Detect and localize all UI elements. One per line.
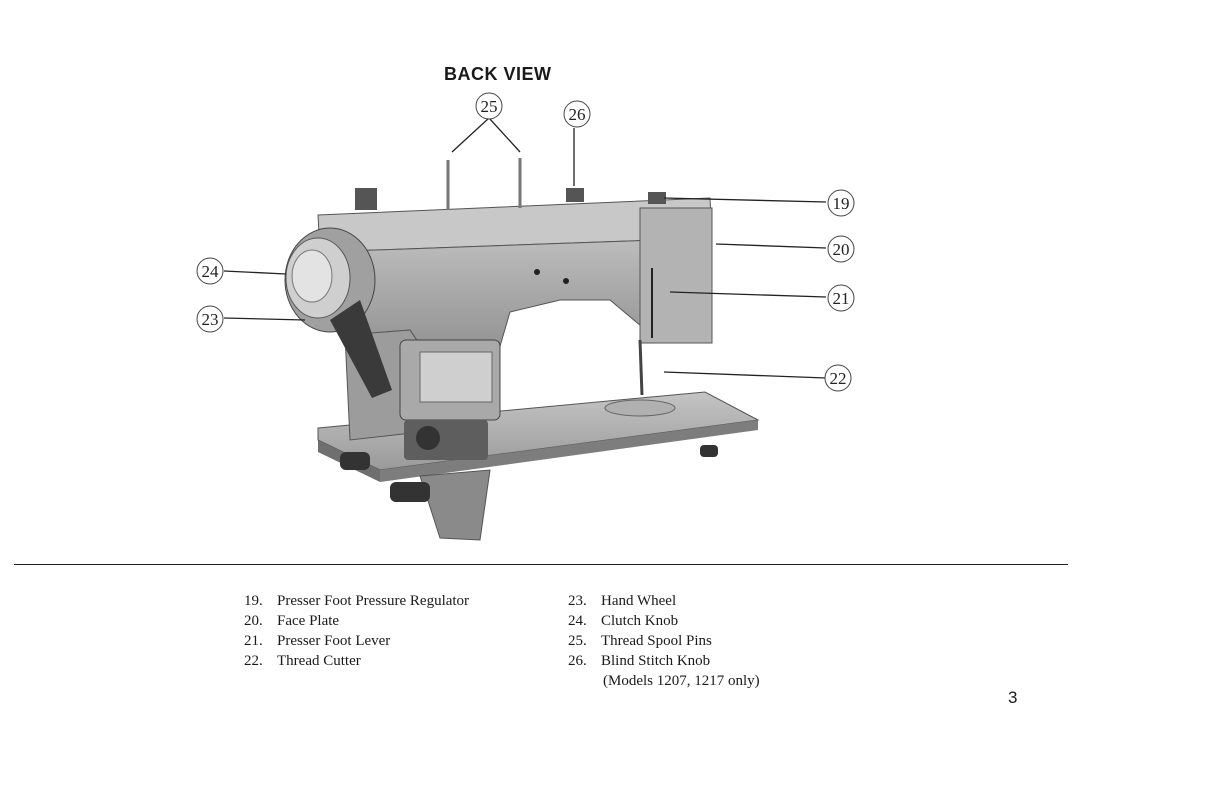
- legend-item: 21.Presser Foot Lever: [244, 631, 469, 651]
- legend-item: 23.Hand Wheel: [568, 591, 760, 611]
- callout-26: 26: [564, 101, 590, 127]
- svg-text:26: 26: [569, 105, 586, 124]
- legend-item: 26.Blind Stitch Knob: [568, 651, 760, 671]
- legend-item: 25.Thread Spool Pins: [568, 631, 760, 651]
- legend-right-column: 23.Hand Wheel 24.Clutch Knob 25.Thread S…: [568, 591, 760, 691]
- callout-23: 23: [197, 306, 223, 332]
- svg-text:22: 22: [830, 369, 847, 388]
- callout-25: 25: [476, 93, 502, 119]
- pressure-regulator-knob: [648, 192, 666, 204]
- divider-rule: [14, 564, 1068, 565]
- callout-24: 24: [197, 258, 223, 284]
- svg-text:25: 25: [481, 97, 498, 116]
- svg-text:20: 20: [833, 240, 850, 259]
- svg-text:21: 21: [833, 289, 850, 308]
- legend-item: 20.Face Plate: [244, 611, 469, 631]
- svg-text:24: 24: [202, 262, 220, 281]
- svg-text:19: 19: [833, 194, 850, 213]
- legend-item: 22.Thread Cutter: [244, 651, 469, 671]
- legend-item: 24.Clutch Knob: [568, 611, 760, 631]
- callout-22: 22: [825, 365, 851, 391]
- blind-stitch-knob: [566, 188, 584, 202]
- page-number: 3: [1008, 688, 1017, 708]
- sewing-machine-figure: 19 20 21 22 23 24 25 26: [0, 0, 1223, 560]
- legend-note: (Models 1207, 1217 only): [568, 671, 760, 691]
- callout-19: 19: [828, 190, 854, 216]
- callout-21: 21: [828, 285, 854, 311]
- spool-pins: [448, 158, 520, 210]
- legend-left-column: 19.Presser Foot Pressure Regulator 20.Fa…: [244, 591, 469, 671]
- svg-text:23: 23: [202, 310, 219, 329]
- callout-20: 20: [828, 236, 854, 262]
- legend-item: 19.Presser Foot Pressure Regulator: [244, 591, 469, 611]
